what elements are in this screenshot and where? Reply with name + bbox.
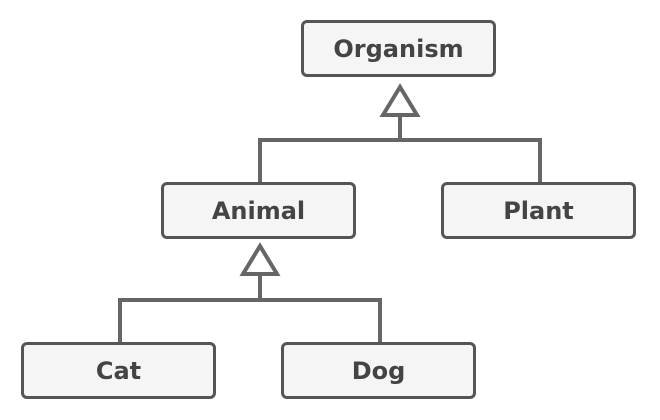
class-label: Plant [503, 196, 574, 225]
class-label: Animal [211, 196, 306, 225]
class-label: Organism [333, 34, 464, 63]
class-box-organism: Organism [301, 20, 496, 77]
class-box-animal: Animal [161, 182, 356, 239]
inheritance-connector-organism [258, 138, 542, 182]
inheritance-arrow-organism [379, 83, 421, 117]
class-box-plant: Plant [441, 182, 636, 239]
class-box-cat: Cat [21, 342, 216, 399]
inheritance-connector-animal [118, 298, 382, 342]
class-label: Cat [95, 356, 142, 385]
class-box-dog: Dog [281, 342, 476, 399]
inheritance-arrow-animal [239, 242, 281, 276]
class-label: Dog [351, 356, 406, 385]
